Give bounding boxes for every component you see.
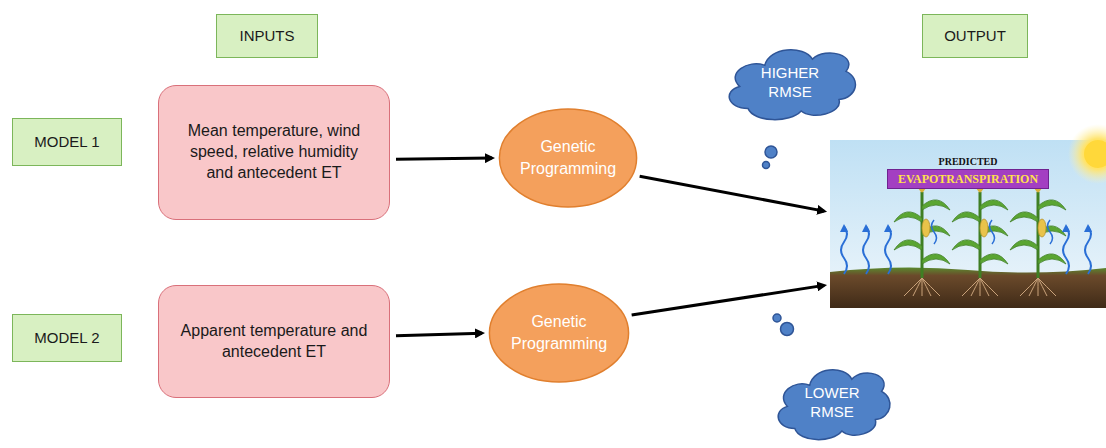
thought-bubble [781, 323, 794, 336]
cloud-outline [720, 38, 860, 126]
flow-arrow [396, 333, 482, 336]
ellipse-outline [498, 108, 638, 208]
input-box: Mean temperature, wind speed, relative h… [158, 85, 390, 220]
node-text: LOWER RMSE [800, 383, 864, 422]
node-text: HIGHER RMSE [755, 63, 825, 102]
thought-cloud: HIGHER RMSE [720, 38, 860, 126]
process-ellipse: Genetic Programming [498, 108, 638, 208]
node-text: MODEL 2 [34, 328, 99, 348]
thought-cloud: LOWER RMSE [770, 358, 894, 446]
node-text: Genetic Programming [511, 311, 607, 354]
ellipse-outline [488, 283, 630, 383]
node-text: Mean temperature, wind speed, relative h… [184, 121, 364, 183]
image-title-band: EVAPOTRANSPIRATION [887, 169, 1049, 189]
node-text: INPUTS [239, 26, 294, 46]
cloud-outline [770, 358, 894, 446]
process-ellipse: Genetic Programming [488, 283, 630, 383]
label-box: MODEL 2 [12, 314, 122, 362]
node-text: OUTPUT [944, 26, 1006, 46]
flow-arrow [632, 285, 824, 315]
label-box: INPUTS [216, 14, 318, 58]
thought-bubble [765, 146, 777, 158]
output-illustration: PREDICTEDEVAPOTRANSPIRATION [830, 140, 1106, 308]
flow-arrow [640, 176, 824, 211]
node-text: Genetic Programming [520, 136, 616, 179]
thought-bubble [773, 314, 781, 322]
node-text: Apparent temperature and antecedent ET [179, 321, 369, 363]
label-box: OUTPUT [922, 14, 1028, 58]
image-caption: PREDICTED [887, 156, 1049, 168]
input-box: Apparent temperature and antecedent ET [158, 285, 390, 398]
label-box: MODEL 1 [12, 118, 122, 166]
flow-arrow [396, 158, 492, 159]
thought-bubble [763, 162, 770, 169]
node-text: MODEL 1 [34, 132, 99, 152]
